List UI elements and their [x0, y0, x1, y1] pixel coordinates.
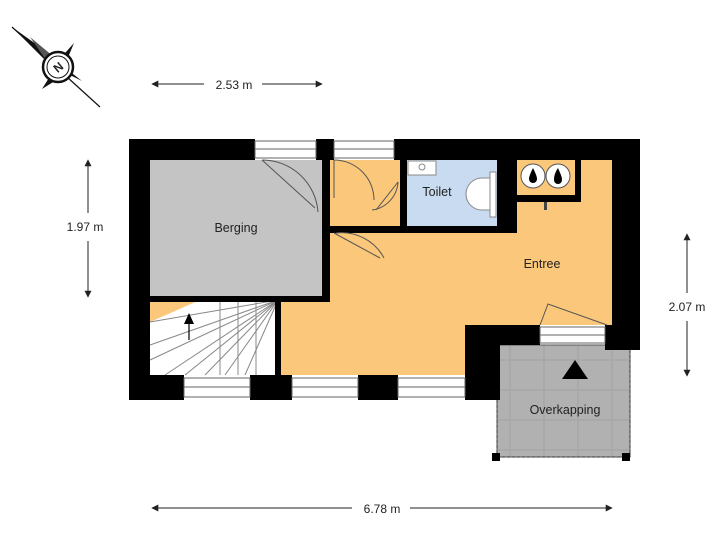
room-label-toilet: Toilet [422, 185, 452, 199]
room-label-berging: Berging [214, 221, 257, 235]
water-drop-icon [529, 168, 537, 183]
post-left [492, 453, 500, 461]
stair-direction-arrow [184, 313, 194, 340]
walls [129, 139, 640, 400]
staircase [149, 299, 279, 376]
door-swings [261, 159, 608, 326]
dimension-left: 1.97 m [67, 220, 104, 234]
berging-floor [150, 160, 322, 296]
dimension-lines [84, 80, 691, 512]
room-label-overkapping: Overkapping [530, 403, 601, 417]
dimension-bottom: 6.78 m [364, 502, 401, 516]
room-label-entree: Entree [524, 257, 561, 271]
stair-floor [150, 300, 278, 375]
stair-landing [150, 300, 200, 322]
compass-icon: N [11, 26, 101, 108]
toilet-fixtures [407, 160, 497, 218]
flame-icon [554, 168, 562, 184]
dimension-right: 2.07 m [669, 300, 706, 314]
post-right [622, 453, 630, 461]
meter-cupboard [520, 163, 571, 210]
overkapping-area [492, 344, 631, 461]
entrance-arrow-icon [562, 360, 588, 379]
dimension-top: 2.53 m [216, 78, 253, 92]
entree-floor [280, 160, 612, 375]
windows [183, 140, 606, 398]
